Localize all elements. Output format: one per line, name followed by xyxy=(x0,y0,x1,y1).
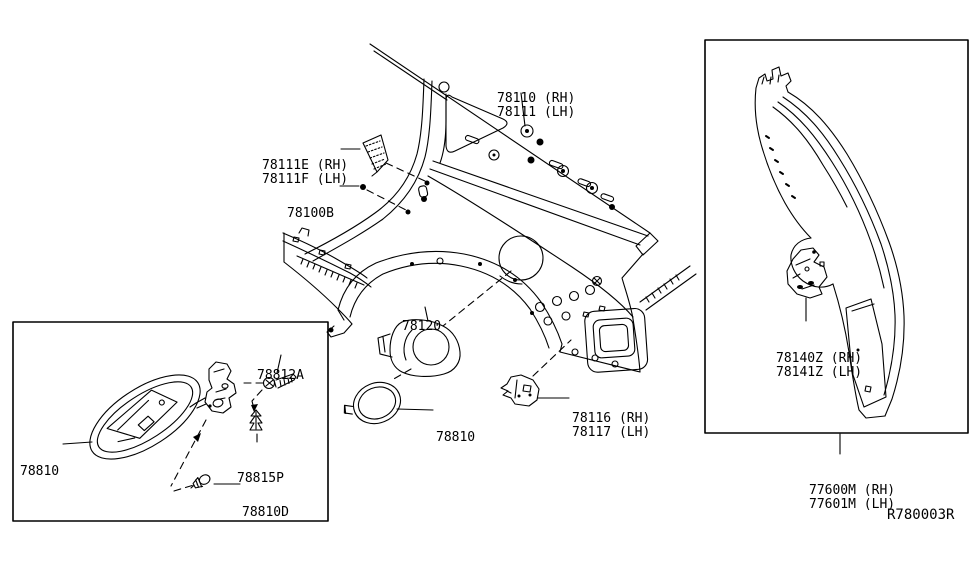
dashed-assembly-lines xyxy=(170,162,572,492)
quarter-panel-drawing xyxy=(282,43,697,373)
arrowhead xyxy=(251,404,258,412)
part-label-78812a: 78812A xyxy=(257,368,304,383)
part-label-78110: 78110 (RH)78111 (LH) xyxy=(497,91,576,120)
part-label-78815p: 78815P xyxy=(237,471,284,486)
clip-78815p xyxy=(249,409,263,431)
diagram-reference-code: R780003R xyxy=(887,507,955,523)
part-label-78100b: 78100B xyxy=(287,206,334,221)
arrowhead xyxy=(193,433,201,442)
leader-lines xyxy=(62,92,841,485)
inset-box-pillar xyxy=(704,39,969,434)
fuel-lid-assembly-drawing xyxy=(89,361,297,489)
part-label-78810-main: 78810 xyxy=(436,430,476,445)
grille-part-78111e xyxy=(362,134,389,177)
part-label-78140z: 78140Z (RH)78141Z (LH) xyxy=(776,351,863,380)
pillar-reinforcement-drawing xyxy=(754,66,905,419)
part-label-78116: 78116 (RH)78117 (LH) xyxy=(572,411,651,440)
part-label-78810-inset: 78810 xyxy=(20,464,60,479)
inset-box-fuel-lid xyxy=(12,321,329,522)
fuel-filler-opening xyxy=(498,235,544,281)
screw-78812a xyxy=(262,373,297,390)
fastener-78100b xyxy=(360,184,366,190)
bracket-78140z xyxy=(786,247,828,299)
part-label-78120: 78120 xyxy=(402,319,442,334)
part-label-78810d: 78810D xyxy=(242,505,289,520)
bracket-78116 xyxy=(500,374,540,407)
part-label-77600m: 77600M (RH)77601M (LH) xyxy=(809,483,896,512)
clip-78810d xyxy=(190,474,211,489)
fuel-lid-78810-small xyxy=(343,381,402,425)
part-label-78111e: 78111E (RH)78111F (LH) xyxy=(262,158,349,187)
